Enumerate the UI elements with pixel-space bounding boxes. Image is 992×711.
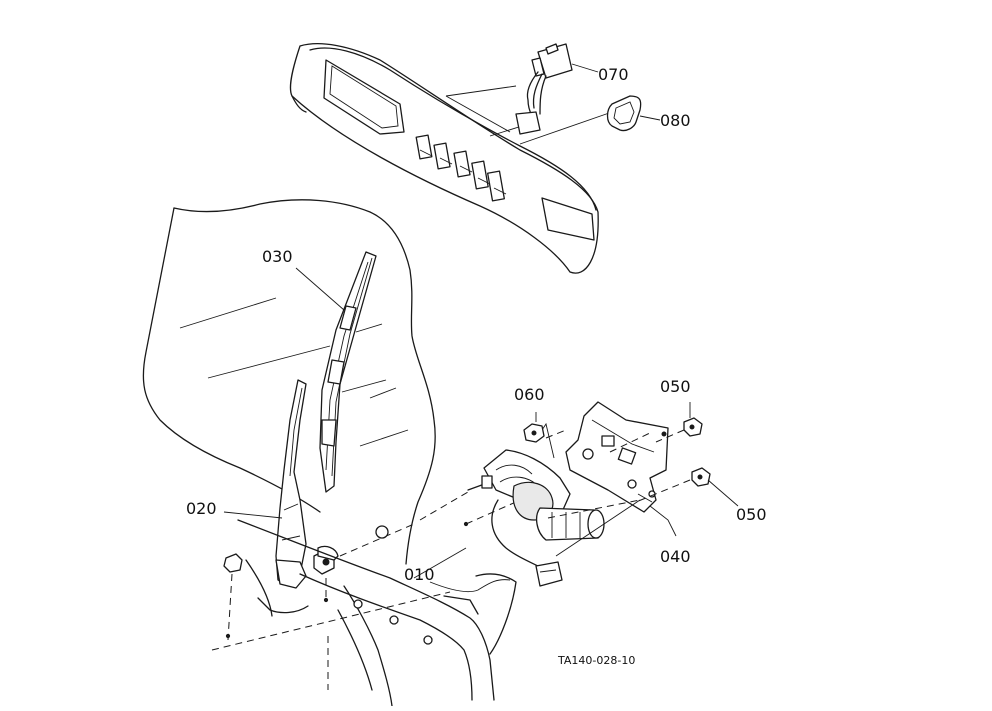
assembly-lines: [323, 422, 567, 603]
callout-020: 020: [186, 499, 217, 518]
callout-050-top: 050: [660, 377, 691, 396]
roof-console: [289, 43, 613, 274]
cab-frame: [211, 519, 517, 707]
part-020-wiper-arm: [223, 379, 307, 589]
callout-030: 030: [262, 247, 293, 266]
figure-code: TA140-028-10: [557, 654, 635, 667]
callout-080: 080: [660, 111, 691, 130]
part-080-cover: [606, 95, 661, 132]
part-050-screw-top: [655, 402, 703, 443]
rear-glass: [142, 199, 436, 565]
pivot-nut: [313, 545, 339, 575]
part-030-wiper-blade: [295, 251, 377, 493]
callout-070: 070: [598, 65, 629, 84]
small-nut-left: [223, 553, 243, 641]
callout-010: 010: [404, 565, 435, 584]
leader-010-motor: [555, 499, 641, 557]
part-050-screw-bottom: [635, 467, 739, 507]
part-010-wiper-motor: [413, 449, 605, 587]
callout-labels: 070 080 030 060 050 020 050 040 010 TA14…: [186, 65, 767, 667]
part-060-nut: [523, 412, 545, 443]
callout-050-bottom: 050: [736, 505, 767, 524]
callout-040: 040: [660, 547, 691, 566]
part-070-switch: [515, 43, 599, 135]
callout-060: 060: [514, 385, 545, 404]
